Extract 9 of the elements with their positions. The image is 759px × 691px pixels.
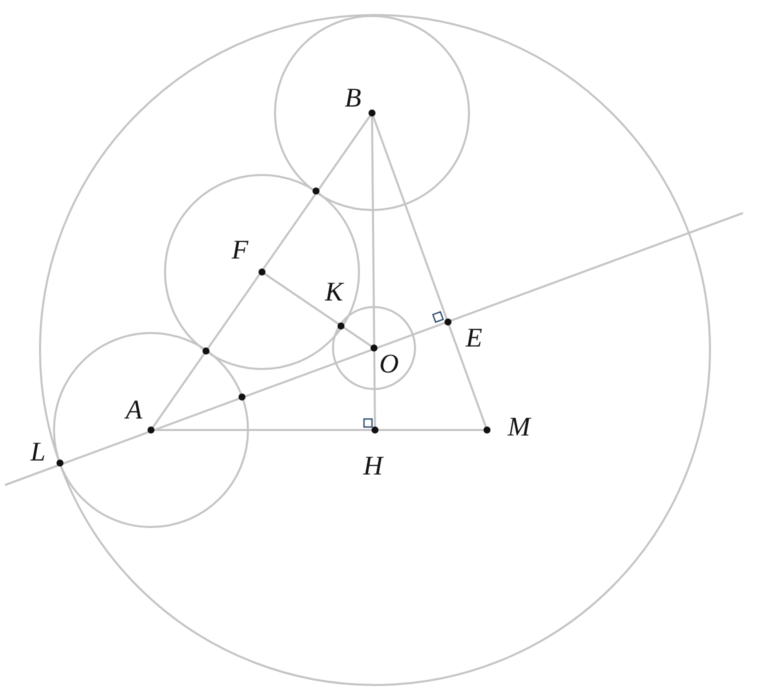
point-label: L bbox=[30, 438, 46, 466]
point-label: A bbox=[126, 396, 142, 424]
point-label: F bbox=[232, 236, 248, 264]
point-label: M bbox=[508, 414, 530, 440]
point-label: O bbox=[379, 350, 399, 378]
point-label: B bbox=[344, 84, 362, 112]
point-label: H bbox=[363, 452, 383, 480]
point-label: K bbox=[325, 278, 343, 306]
point-label: E bbox=[466, 324, 482, 352]
